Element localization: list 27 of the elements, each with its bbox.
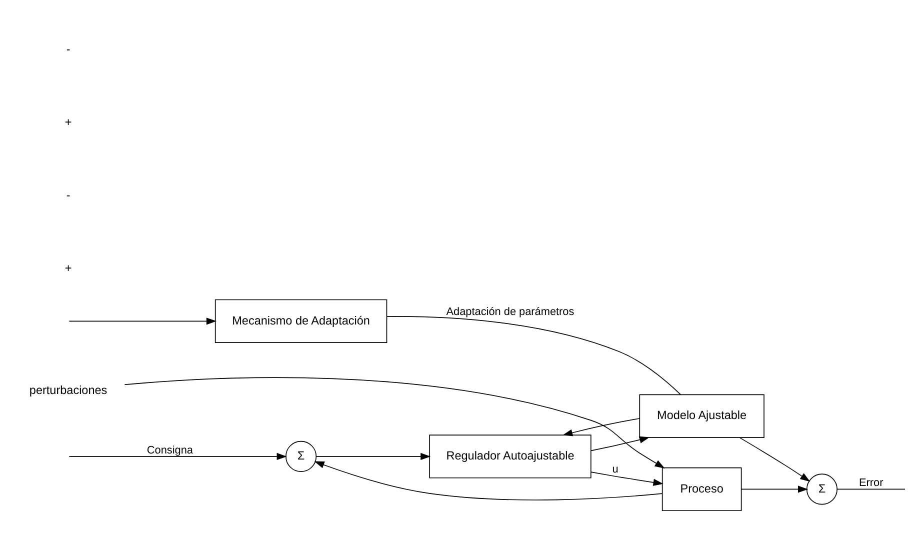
connector [386, 316, 681, 395]
node-box: Regulador Autoajustable [429, 434, 592, 478]
edge-label: Adaptación de parámetros [446, 306, 574, 318]
node-circle: Σ [286, 440, 317, 472]
connector [836, 488, 906, 490]
node-box: Mecanismo de Adaptación [214, 299, 388, 344]
label: - [66, 189, 70, 202]
edge-label: Error [858, 477, 884, 490]
arrow [741, 486, 808, 493]
arrow [739, 437, 810, 482]
node-text: perturbaciones [29, 384, 108, 398]
node-box: Modelo Ajustable [639, 394, 764, 438]
arrow [68, 452, 287, 460]
edge-label: Consigna [146, 444, 194, 456]
arrow [562, 418, 640, 436]
arrow [68, 318, 217, 325]
edge-label: u [612, 464, 618, 476]
label: + [64, 116, 72, 129]
arrow [124, 377, 665, 468]
node-circle: Σ [806, 474, 838, 505]
node-box: Proceso [662, 467, 742, 512]
arrow [590, 436, 650, 452]
label: - [66, 42, 70, 56]
label: + [64, 262, 72, 276]
arrow [316, 452, 431, 460]
arrow [314, 461, 663, 500]
arrow [590, 472, 664, 486]
